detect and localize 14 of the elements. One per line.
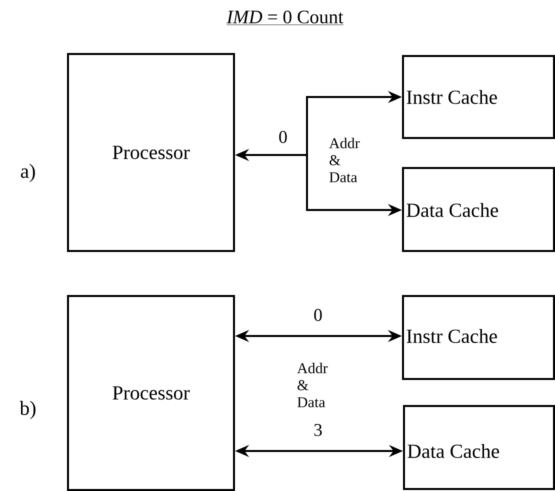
- bus-label: Addr & Data: [329, 138, 360, 182]
- edge-label: 3: [314, 424, 322, 436]
- bus-label: Addr & Data: [297, 362, 328, 408]
- cache-box: Data Cache: [403, 405, 555, 490]
- processor-box: Processor: [67, 295, 235, 491]
- edge-label: 0: [314, 308, 322, 322]
- title: IMD = 0 Count: [226, 10, 344, 26]
- edge-label: 0: [279, 130, 287, 144]
- panel-label: a): [20, 164, 35, 182]
- panel-label: b): [20, 400, 36, 420]
- cache-box: Instr Cache: [402, 55, 555, 139]
- processor-box: Processor: [67, 53, 235, 252]
- cache-box: Instr Cache: [402, 295, 555, 380]
- cache-box: Data Cache: [402, 167, 555, 252]
